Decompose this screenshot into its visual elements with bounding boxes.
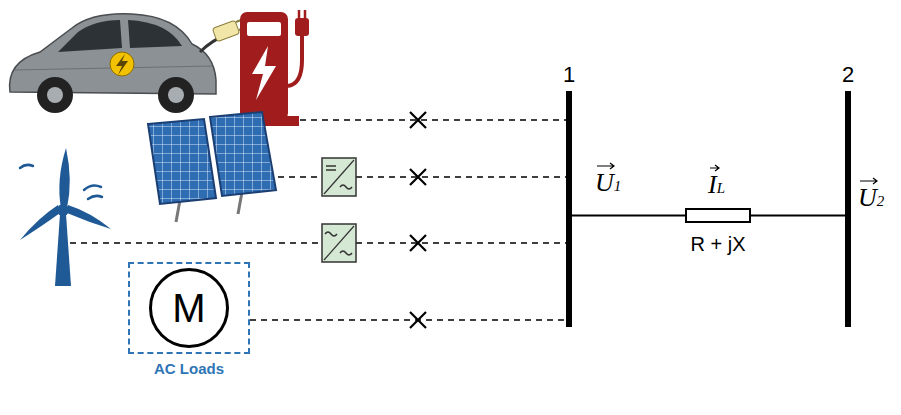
- load-group: M AC Loads: [128, 262, 250, 377]
- current-label: IL: [708, 165, 725, 198]
- bus-bar: 1: [556, 62, 582, 327]
- node-text: 2: [842, 62, 854, 87]
- impedance-box-outline: [685, 208, 751, 223]
- wire: [250, 319, 566, 321]
- dc-ac-converter: [322, 158, 356, 196]
- breaker-symbols: [410, 112, 426, 328]
- node-text: R + jX: [690, 233, 745, 256]
- bus-bar-outline: [566, 91, 572, 327]
- electric-car: [10, 14, 249, 113]
- wind-turbine: [20, 148, 111, 286]
- bus-bar: 2: [835, 62, 861, 327]
- impedance-box: R + jX: [650, 208, 786, 256]
- node-text: M: [172, 285, 205, 331]
- node-text: AC Loads: [154, 360, 224, 377]
- voltage-label: U2: [858, 178, 884, 211]
- charging-station: [233, 10, 309, 126]
- motor-circle: M: [149, 268, 229, 348]
- node-text: 1: [563, 62, 575, 87]
- load-group-outline: M: [128, 262, 250, 354]
- wire: [572, 215, 685, 217]
- ac-ac-converter: [322, 224, 356, 262]
- bus-bar-outline: [845, 91, 851, 327]
- feeder-lines: [70, 120, 566, 243]
- voltage-label: U1: [595, 163, 621, 196]
- wire: [751, 215, 845, 217]
- solar-panels: [148, 112, 276, 222]
